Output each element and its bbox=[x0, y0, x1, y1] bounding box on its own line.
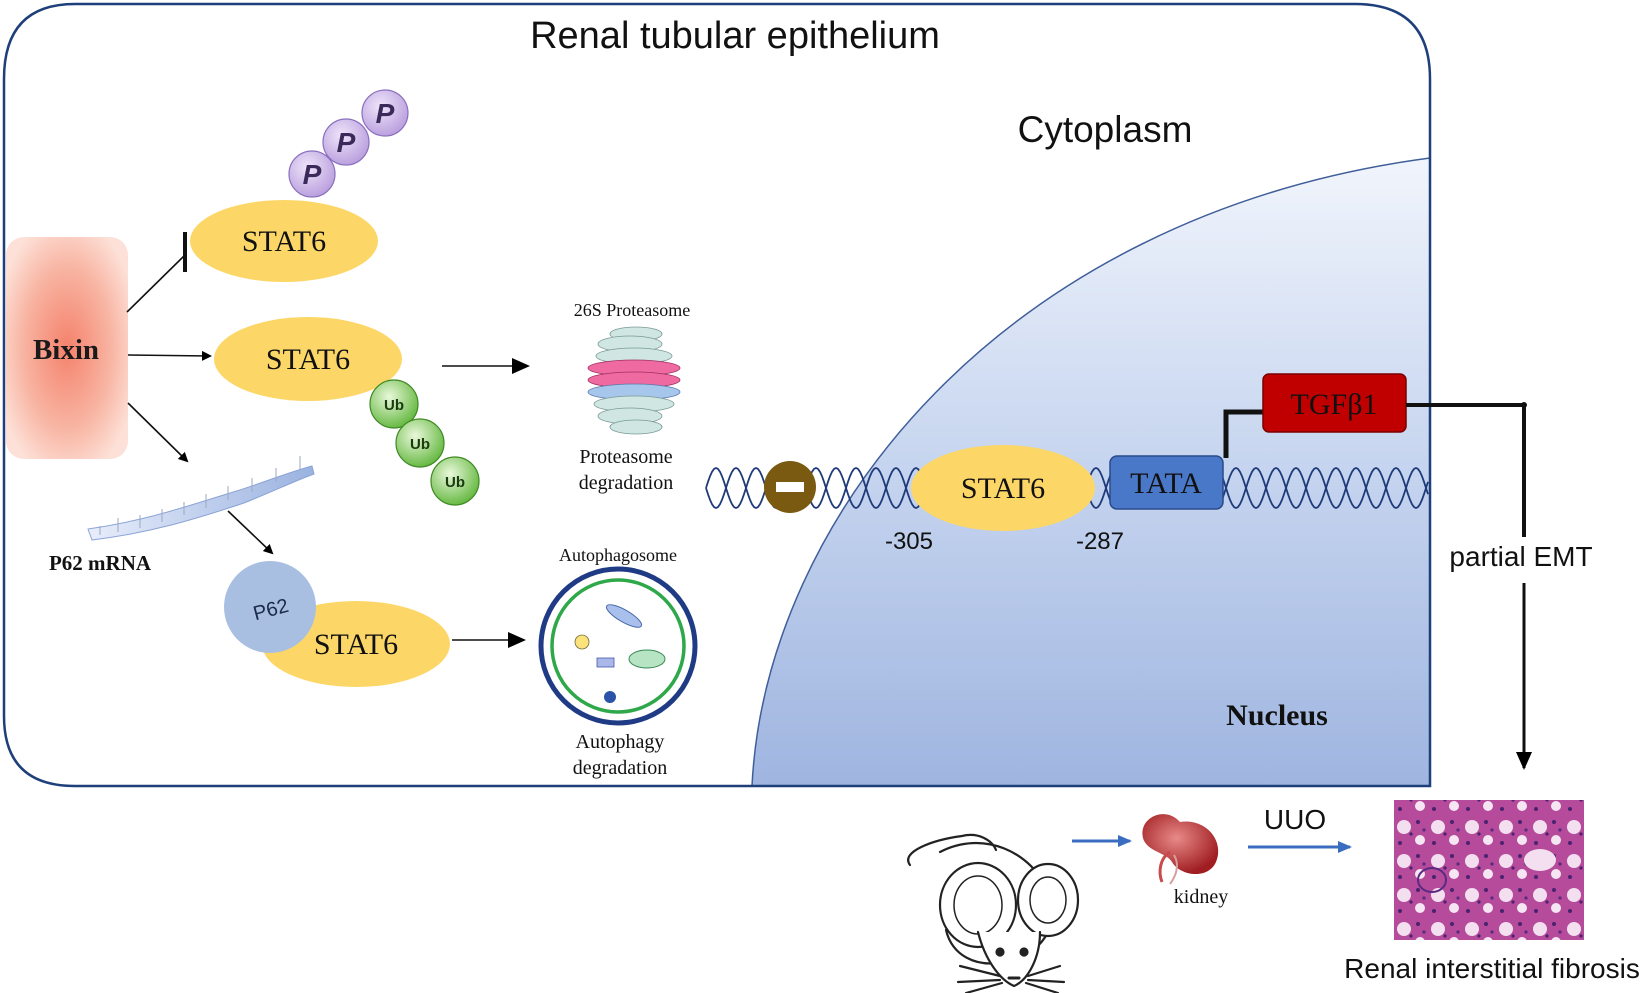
uuo-label: UUO bbox=[1264, 804, 1326, 835]
autophagy-degradation-1: Autophagy bbox=[576, 731, 665, 753]
stat6-phospho bbox=[190, 200, 378, 282]
p62-stat6-group: P62 STAT6 bbox=[224, 561, 450, 687]
tata-label: TATA bbox=[1130, 467, 1202, 500]
arrow-bixin-to-mrna bbox=[127, 402, 189, 463]
kidney-label: kidney bbox=[1174, 886, 1228, 908]
arrow-mrna-to-p62 bbox=[227, 510, 274, 555]
tgf-beta1-box: TGFβ1 bbox=[1262, 373, 1407, 433]
tata-box: TATA bbox=[1109, 455, 1224, 510]
stat6-label-1: STAT6 bbox=[242, 225, 326, 258]
stat6-phospho-group: P P P STAT6 bbox=[190, 89, 409, 282]
repressor-minus-icon bbox=[764, 461, 816, 513]
ub-2: Ub bbox=[395, 418, 445, 468]
tgf-connector bbox=[1223, 409, 1263, 458]
nucleus-label: Nucleus bbox=[1226, 699, 1328, 732]
svg-text:Ub: Ub bbox=[384, 397, 404, 414]
proteasome-icon: 26S Proteasome Proteasome degradation bbox=[574, 300, 691, 494]
bixin-label: Bixin bbox=[33, 334, 99, 366]
arrow-bixin-to-stat6 bbox=[127, 350, 212, 361]
phospho-p-3: P bbox=[361, 89, 409, 137]
stat6-label-2: STAT6 bbox=[266, 343, 350, 376]
proteasome-degradation-1: Proteasome bbox=[579, 446, 672, 468]
fibrosis-label: Renal interstitial fibrosis bbox=[1344, 953, 1640, 984]
partial-emt-label: partial EMT bbox=[1449, 541, 1592, 572]
tgf-beta1-label: TGFβ1 bbox=[1291, 388, 1378, 421]
stat6-ub-group: STAT6 Ub Ub Ub bbox=[214, 317, 480, 506]
p62-circle bbox=[224, 561, 316, 653]
phospho-p-1: P bbox=[288, 150, 336, 198]
svg-text:Ub: Ub bbox=[445, 474, 465, 491]
cell-border bbox=[2, 2, 1432, 788]
proteasome-degradation-2: degradation bbox=[579, 472, 673, 494]
svg-text:P: P bbox=[376, 98, 395, 129]
autophagosome-icon: Autophagosome Autophagy degradation bbox=[538, 545, 698, 779]
proteasome-name: 26S Proteasome bbox=[574, 300, 691, 320]
fibrosis-histology-image bbox=[1394, 800, 1584, 940]
bixin-box: Bixin bbox=[6, 237, 128, 459]
svg-text:P: P bbox=[303, 159, 322, 190]
stat6-label-3: STAT6 bbox=[314, 628, 398, 661]
svg-text:P: P bbox=[337, 127, 356, 158]
diagram-title: Renal tubular epithelium bbox=[530, 15, 940, 57]
ub-3: Ub bbox=[430, 456, 480, 506]
stat6-nuclear bbox=[911, 445, 1095, 531]
position-287: -287 bbox=[1076, 528, 1124, 555]
ub-1: Ub bbox=[369, 379, 419, 429]
position-305: -305 bbox=[885, 528, 933, 555]
cytoplasm-label: Cytoplasm bbox=[1018, 109, 1193, 150]
tgf-line-dot bbox=[1521, 402, 1527, 408]
p62-mrna-label: P62 mRNA bbox=[49, 551, 152, 575]
stat6-label-4: STAT6 bbox=[961, 472, 1045, 505]
p62-mrna-icon: P62 mRNA bbox=[49, 456, 315, 575]
stat6-ub bbox=[214, 317, 402, 401]
inhibit-line bbox=[126, 255, 185, 313]
svg-text:Ub: Ub bbox=[410, 436, 430, 453]
autophagosome-name: Autophagosome bbox=[559, 545, 677, 565]
phospho-p-2: P bbox=[322, 118, 370, 166]
mouse-icon bbox=[907, 833, 1080, 993]
kidney-icon: kidney bbox=[1142, 814, 1228, 908]
stat6-nuclear-group: STAT6 bbox=[911, 445, 1095, 531]
autophagy-degradation-2: degradation bbox=[573, 757, 667, 779]
